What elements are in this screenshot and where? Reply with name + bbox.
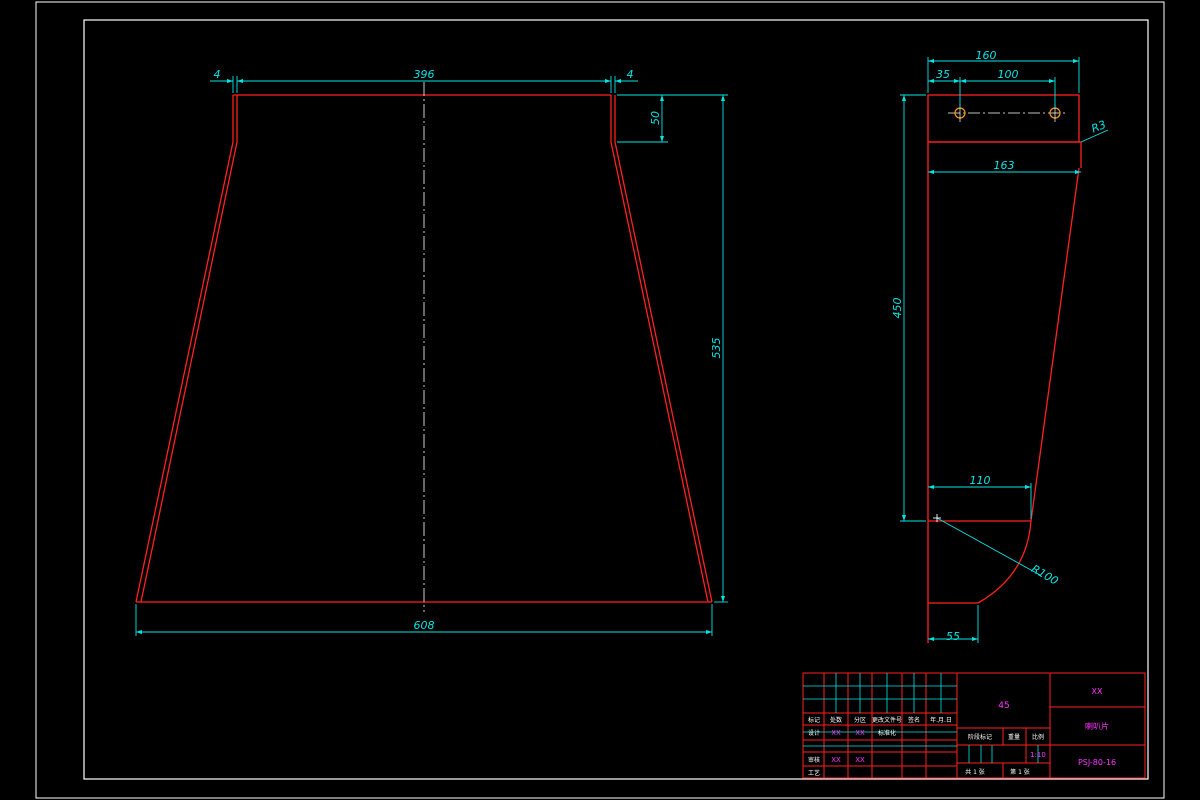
tb-reviewer: XX	[831, 756, 841, 764]
front-view-dimensions	[135, 76, 728, 636]
tb-designer-date: XX	[855, 729, 865, 737]
dim-side-bottom-width: 55	[946, 630, 960, 643]
dim-flange-height: 50	[649, 111, 662, 125]
tb-weight-label: 重量	[1008, 733, 1020, 741]
title-block-grid	[802, 672, 1146, 779]
tb-material: 45	[998, 701, 1009, 711]
outer-border	[35, 1, 1165, 799]
tb-header-signature: 签名	[908, 716, 920, 724]
dim-top-width: 396	[414, 68, 435, 81]
tb-scale-value: 1:10	[1030, 751, 1046, 759]
front-view: 396 4 4 50 535 608	[135, 68, 728, 636]
sheet-border	[35, 1, 1165, 799]
title-block-labels: 标记 处数 分区 更改文件号 签名 年.月.日 设计 标准化 审核 工艺 阶段标…	[808, 716, 1044, 777]
title-block: 标记 处数 分区 更改文件号 签名 年.月.日 设计 标准化 审核 工艺 阶段标…	[802, 672, 1146, 779]
dim-hole-spacing: 100	[998, 68, 1019, 81]
dim-side-top-width: 160	[976, 49, 997, 62]
dim-side-height: 450	[891, 298, 904, 319]
tb-designer: XX	[831, 729, 841, 737]
side-view-dim-arrows	[902, 59, 1081, 641]
dim-right-gap: 4	[627, 68, 634, 81]
dim-corner-radius: R3	[1089, 118, 1107, 136]
tb-header-zone: 分区	[854, 716, 866, 724]
side-view-outline	[927, 94, 1082, 643]
tb-design-label: 设计	[808, 729, 820, 737]
dim-arc-radius: R100	[1029, 562, 1060, 588]
tb-company: XX	[1092, 687, 1103, 696]
title-block-values: XX XX XX XX 45 1:10 XX 喇叭片 PSJ-80-16	[831, 687, 1116, 767]
tb-process-label: 工艺	[808, 769, 820, 777]
front-view-dim-arrows	[136, 79, 725, 634]
inner-border	[83, 19, 1149, 780]
tb-reviewer-date: XX	[855, 756, 865, 764]
tb-review-label: 审核	[808, 756, 820, 764]
tb-header-change-doc: 更改文件号	[872, 716, 902, 724]
tb-sheet-total: 共 1 张	[965, 768, 985, 776]
tb-header-mark: 标记	[808, 716, 820, 724]
tb-sheet-number: 第 1 张	[1010, 768, 1030, 776]
dim-left-gap: 4	[214, 68, 221, 81]
dim-total-height: 535	[710, 338, 723, 359]
dim-bottom-width: 608	[414, 619, 435, 632]
tb-header-date: 年.月.日	[930, 716, 952, 724]
tb-stage-mark: 阶段标记	[968, 733, 992, 741]
dim-mid-width: 163	[994, 159, 1015, 172]
title-block-subgrid	[803, 673, 1039, 763]
side-view-dimensions	[900, 57, 1109, 643]
dim-hole-offset: 35	[936, 68, 950, 81]
r100-center-mark	[933, 514, 941, 522]
front-view-dim-texts: 396 4 4 50 535 608	[214, 68, 724, 632]
tb-part-name: 喇叭片	[1085, 721, 1109, 731]
side-view-holes	[948, 104, 1066, 122]
tb-drawing-number: PSJ-80-16	[1078, 758, 1116, 767]
side-view-dim-texts: 160 35 100 R3 163 450 110 R100 55	[891, 49, 1108, 643]
dim-lower-width: 110	[970, 474, 991, 487]
side-view: 160 35 100 R3 163 450 110 R100 55	[891, 49, 1109, 643]
tb-standard-label: 标准化	[878, 729, 896, 737]
tb-scale-label: 比例	[1032, 733, 1044, 741]
tb-header-count: 处数	[830, 716, 842, 724]
